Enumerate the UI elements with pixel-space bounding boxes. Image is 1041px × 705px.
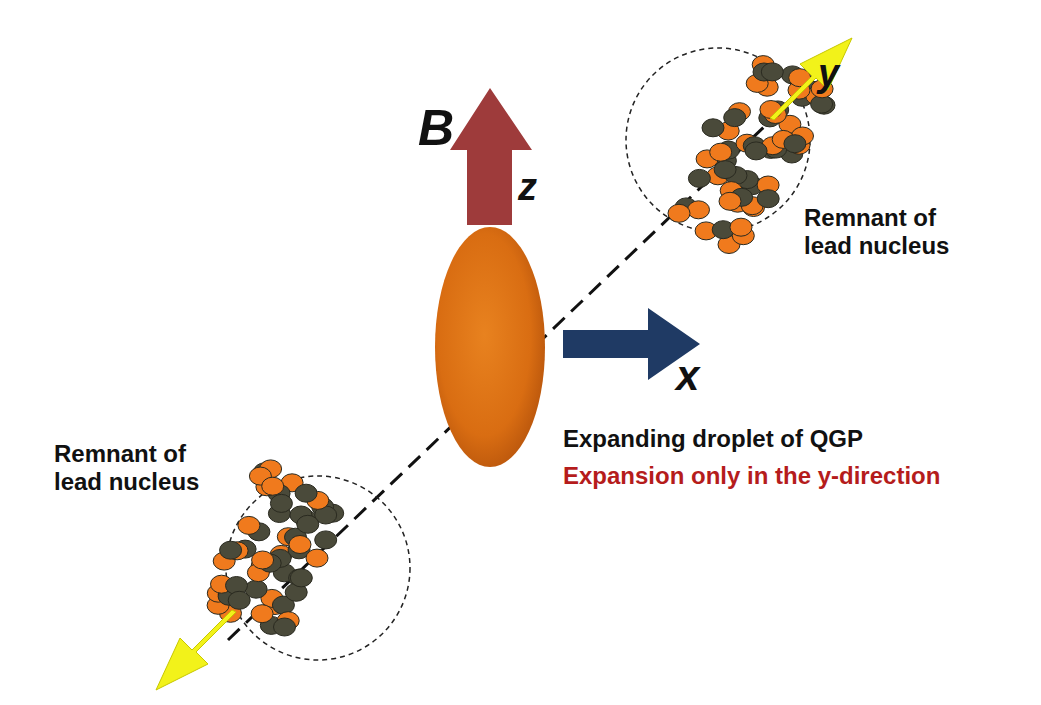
nucleon (306, 549, 328, 567)
nucleon (688, 201, 710, 219)
axis-label: y (818, 52, 839, 96)
nucleon (719, 192, 741, 210)
nucleon (252, 551, 274, 569)
nucleon (668, 204, 690, 222)
nucleon (761, 63, 783, 81)
motion-arrow (770, 38, 852, 120)
remnant-circle (226, 476, 410, 660)
nucleon (290, 569, 312, 587)
nucleon (730, 218, 752, 236)
nucleon (274, 618, 296, 636)
nucleon (757, 190, 779, 208)
nucleon (315, 531, 337, 549)
axis-label: B (418, 100, 454, 158)
nucleon (745, 142, 767, 160)
remnant-label: Remnant of lead nucleus (804, 204, 984, 259)
nucleon (297, 515, 319, 533)
nucleon (220, 541, 242, 559)
nucleon-clusters (207, 56, 835, 636)
nucleon (688, 169, 710, 187)
nucleon (702, 119, 724, 137)
nucleon (784, 135, 806, 153)
droplet-label: Expanding droplet of QGP (563, 425, 863, 453)
nucleon (228, 591, 250, 609)
note-label: Expansion only in the y-direction (563, 462, 940, 490)
nucleon (270, 494, 292, 512)
remnant-circle (626, 48, 810, 232)
nucleon (714, 161, 736, 179)
nucleon (251, 605, 273, 623)
axis-label: x (676, 352, 699, 400)
nucleon (710, 143, 732, 161)
motion-arrow (156, 610, 236, 690)
nucleon (724, 109, 746, 127)
qgp-droplet (435, 227, 545, 467)
nucleon (289, 536, 311, 554)
nucleon (238, 516, 260, 534)
remnant-label: Remnant of lead nucleus (54, 440, 234, 495)
nucleon (295, 484, 317, 502)
nucleon (262, 477, 284, 495)
axis-label: z (518, 166, 537, 210)
